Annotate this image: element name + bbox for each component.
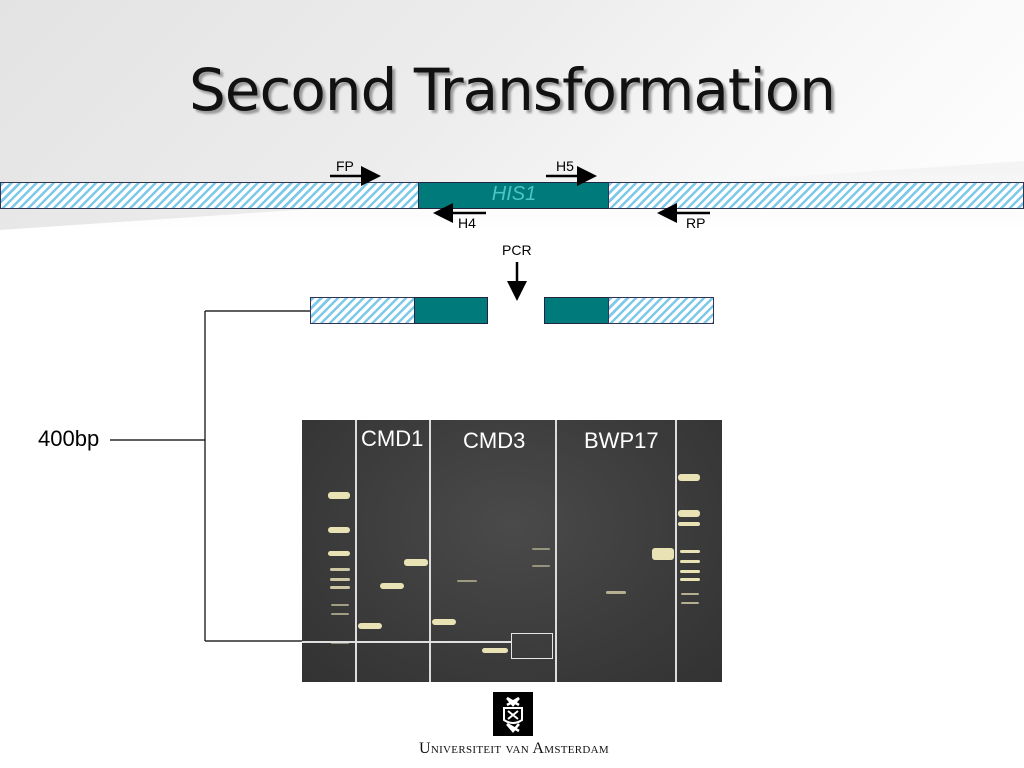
ladder-band (331, 604, 349, 606)
lane-divider (429, 420, 431, 682)
gel-lane-label-bwp17: BWP17 (584, 428, 659, 453)
ladder-band (330, 586, 350, 589)
sample-band (652, 548, 674, 560)
ladder-band (681, 593, 699, 595)
ladder-band (328, 492, 350, 499)
ladder-band (328, 551, 350, 556)
sample-band (358, 623, 382, 629)
ladder-band (331, 642, 349, 644)
pcr-product-right-flank (608, 297, 714, 324)
primer-rp-label: RP (686, 215, 706, 231)
sample-band (606, 591, 626, 594)
pcr-product-right-gene (544, 297, 610, 324)
marker-400bp-label: 400bp (38, 426, 100, 451)
gel-lane-label-cmd1: CMD1 (361, 426, 424, 451)
lane-divider (555, 420, 557, 682)
pcr-product-left-gene (414, 297, 488, 324)
sample-band (482, 648, 508, 653)
ladder-band (680, 550, 700, 553)
sample-band (404, 559, 428, 566)
ladder-band (330, 568, 350, 571)
pcr-product-left-flank (310, 297, 416, 324)
sample-band (457, 580, 477, 582)
pcr-label: PCR (502, 242, 532, 258)
primer-h5-label: H5 (556, 158, 574, 174)
highlight-line (302, 641, 512, 643)
gel-image: CMD1 CMD3 BWP17 (302, 420, 722, 682)
slide-title: Second Transformation (188, 56, 836, 124)
lane-divider (675, 420, 677, 682)
gel-lane-label-cmd3: CMD3 (463, 428, 526, 453)
sample-band (532, 548, 550, 550)
ladder-band (680, 570, 700, 573)
sample-band (380, 583, 404, 589)
ladder-band (331, 613, 349, 615)
his1-gene-label: HIS1 (491, 183, 537, 205)
ladder-band (681, 602, 699, 604)
ladder-band (680, 578, 700, 581)
lane-divider (355, 420, 357, 682)
ladder-band (680, 560, 700, 563)
primer-arrows (330, 166, 710, 301)
primer-fp-label: FP (336, 158, 354, 174)
university-logo-icon (493, 692, 533, 736)
locus-right-flank (608, 182, 1024, 209)
sample-band (432, 619, 456, 625)
ladder-band (328, 527, 350, 533)
primer-h4-label: H4 (458, 215, 476, 231)
his1-gene-block (418, 182, 610, 209)
ladder-band (678, 522, 700, 526)
university-name: Universiteit van Amsterdam (419, 740, 609, 757)
ladder-band (678, 510, 700, 517)
ladder-band (678, 474, 700, 481)
highlight-box (511, 633, 553, 659)
ladder-band (330, 578, 350, 581)
sample-band (532, 565, 550, 567)
